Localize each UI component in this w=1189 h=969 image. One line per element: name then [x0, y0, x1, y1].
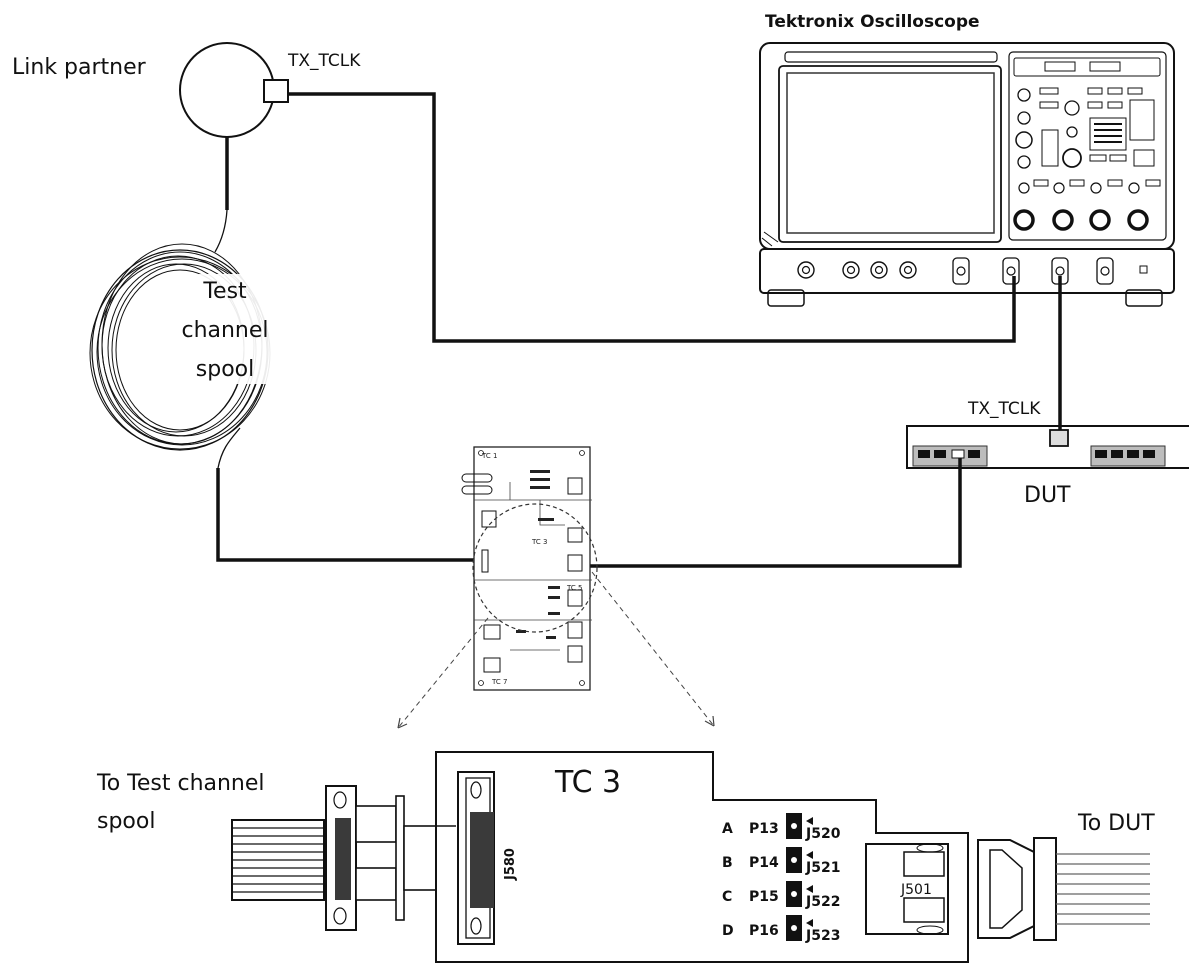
connector-j501-label: J501: [900, 882, 932, 898]
svg-text:D: D: [722, 923, 734, 939]
svg-text:P13: P13: [749, 821, 779, 837]
dut-port-label: TX_TCLK: [967, 399, 1041, 419]
svg-text:P15: P15: [749, 889, 779, 905]
svg-text:J520: J520: [805, 826, 841, 842]
oscilloscope: [759, 42, 1175, 307]
callout-arrow-right: [591, 571, 715, 727]
spool-label-line2: channel: [181, 318, 268, 343]
callout-arrow-left: [397, 617, 489, 729]
cable-board-to-dut: [588, 458, 962, 568]
jumper-row-b: B P14 J521: [722, 847, 840, 876]
detail-board: [435, 751, 969, 963]
spool-cable-connector: [231, 785, 457, 931]
svg-text:B: B: [722, 855, 733, 871]
spool-label-line1: Test: [202, 279, 247, 304]
jumper-row-c: C P15 J522: [722, 881, 840, 910]
connector-j580-label: J580: [503, 848, 518, 881]
oscilloscope-screen: [778, 65, 1002, 243]
cable-lp-to-scope: [288, 92, 1016, 343]
dut: [906, 425, 1189, 469]
svg-text:TC 1: TC 1: [481, 452, 497, 460]
svg-text:J521: J521: [805, 860, 840, 876]
cable-spool-to-board: [216, 468, 484, 562]
oscilloscope-title: Tektronix Oscilloscope: [765, 12, 980, 32]
svg-text:TC 3: TC 3: [531, 538, 547, 546]
detail-left-label-line1: To Test channel: [96, 771, 265, 796]
test-fixture-board: TC 1 TC 3 TC 5 TC 7: [461, 446, 592, 691]
dut-label: DUT: [1024, 483, 1071, 508]
link-partner: [179, 42, 275, 138]
connector-j580[interactable]: [457, 771, 495, 945]
front-jacks[interactable]: [797, 257, 1148, 285]
svg-text:J522: J522: [805, 894, 840, 910]
link-partner-tx-tclk-port[interactable]: [263, 79, 289, 103]
svg-text:C: C: [722, 889, 732, 905]
svg-text:J523: J523: [805, 928, 840, 944]
svg-text:TC 7: TC 7: [491, 678, 507, 686]
channel-knobs[interactable]: [1013, 179, 1161, 231]
detail-left-label-line2: spool: [97, 809, 155, 834]
detail-right-label: To DUT: [1077, 811, 1155, 836]
link-partner-label: Link partner: [12, 55, 147, 80]
detail-title: TC 3: [554, 765, 621, 800]
dut-tx-tclk-port[interactable]: [1049, 429, 1069, 447]
svg-text:P16: P16: [749, 923, 779, 939]
jumper-row-a: A P13 J520: [722, 813, 841, 842]
svg-text:A: A: [722, 821, 733, 837]
jumper-row-d: D P16 J523: [722, 915, 840, 944]
svg-text:TC 5: TC 5: [566, 584, 582, 592]
spool-label-line3: spool: [196, 357, 254, 382]
link-partner-port-label: TX_TCLK: [287, 51, 361, 71]
dut-cable-plug: [977, 837, 1150, 941]
svg-text:P14: P14: [749, 855, 779, 871]
zoom-highlight: [472, 503, 598, 633]
